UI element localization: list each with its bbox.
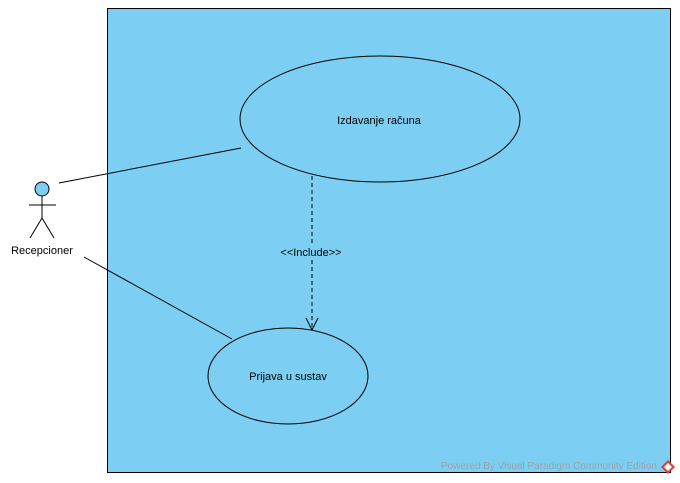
actor-name: Recepcioner bbox=[11, 245, 73, 257]
association-line-uc2 bbox=[83, 256, 233, 340]
actor-head bbox=[34, 181, 50, 197]
use-case-prijava-u-sustav[interactable] bbox=[207, 327, 369, 425]
include-label: <<Include>> bbox=[280, 247, 341, 259]
actor-leg-right bbox=[41, 217, 55, 239]
include-label-bg bbox=[278, 244, 344, 260]
actor-recepcioner[interactable] bbox=[29, 181, 56, 239]
actor-leg-left bbox=[29, 217, 43, 239]
visual-paradigm-logo-icon bbox=[661, 460, 675, 474]
watermark-text: Powered By Visual Paradigm Community Edi… bbox=[441, 461, 657, 472]
use-case-label: Izdavanje računa bbox=[337, 115, 422, 127]
use-case-label: Prijava u sustav bbox=[249, 371, 327, 383]
use-case-izdavanje-racuna[interactable] bbox=[239, 55, 521, 183]
association-line-uc1 bbox=[58, 147, 242, 184]
